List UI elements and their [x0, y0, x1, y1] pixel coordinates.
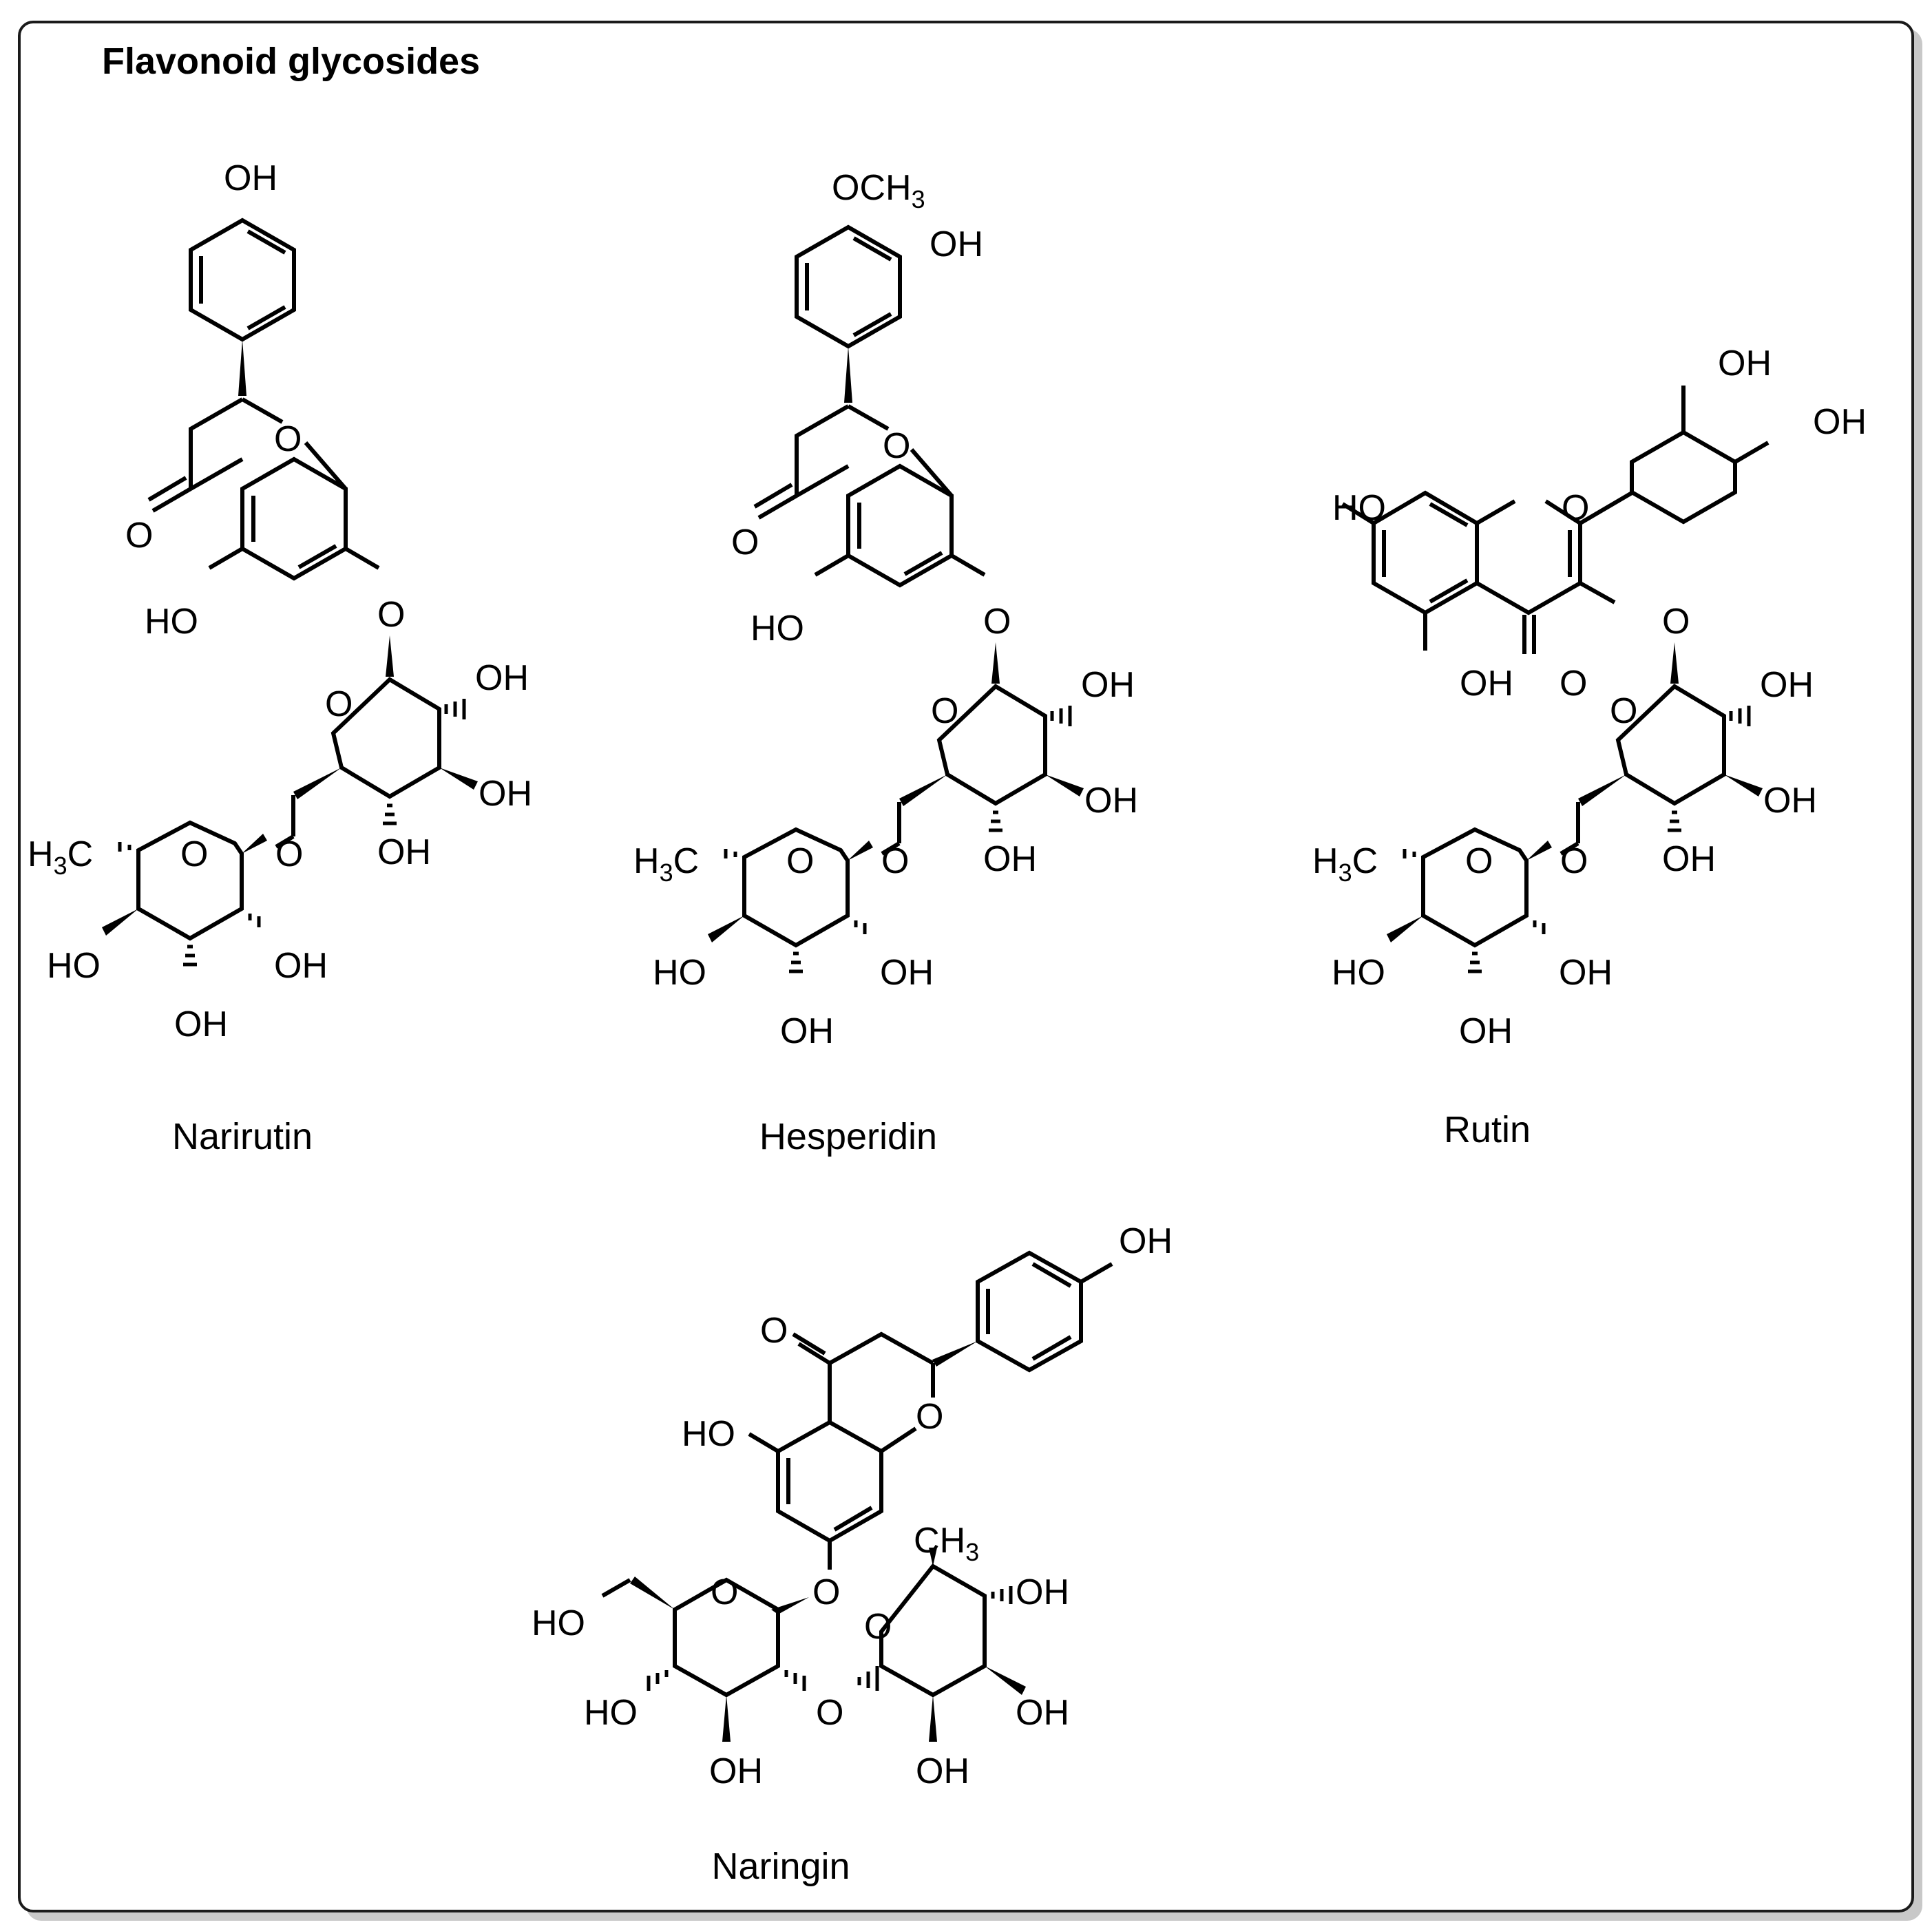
- atom-label: O: [274, 419, 302, 459]
- atom-label: O: [760, 1311, 788, 1351]
- atom-label: O: [275, 834, 303, 874]
- atom-label: O: [1562, 488, 1589, 528]
- atom-label: CH3: [914, 1521, 979, 1566]
- atom-label: O: [711, 1572, 738, 1612]
- atom-label: HO: [750, 609, 804, 649]
- figure-title: Flavonoid glycosides: [102, 41, 481, 82]
- atom-label: O: [864, 1607, 892, 1647]
- atom-label: OH: [479, 774, 532, 814]
- atom-label: O: [1610, 691, 1637, 731]
- atom-label: O: [1560, 841, 1588, 881]
- atom-label: OCH3: [832, 168, 925, 213]
- atom-label: OH: [1016, 1693, 1069, 1733]
- atom-label: O: [1662, 602, 1690, 642]
- atom-label: HO: [682, 1414, 735, 1454]
- atom-label: OH: [174, 1004, 228, 1044]
- narirutin-structure: OH O O HO O O OH OH OH O O H3C HO OH OH: [28, 158, 532, 1044]
- atom-label: O: [786, 841, 814, 881]
- atom-label: O: [125, 516, 153, 556]
- atom-label: O: [1465, 841, 1493, 881]
- atom-label: OH: [1460, 664, 1513, 704]
- atom-label: HO: [145, 602, 198, 642]
- atom-label: OH: [1763, 781, 1817, 821]
- atom-label: OH: [930, 224, 983, 264]
- atom-label: O: [1560, 664, 1587, 704]
- compound-name-naringin: Naringin: [711, 1846, 850, 1887]
- atom-label: OH: [1084, 781, 1138, 821]
- atom-label: O: [916, 1397, 943, 1437]
- atom-label: HO: [1332, 488, 1386, 528]
- atom-label: H3C: [1312, 841, 1378, 887]
- atom-label: H3C: [28, 834, 93, 880]
- atom-label: OH: [983, 839, 1037, 879]
- atom-label: OH: [1559, 953, 1613, 993]
- atom-label: O: [983, 602, 1011, 642]
- atom-label: O: [812, 1572, 840, 1612]
- atom-label: O: [883, 426, 910, 466]
- atom-label: HO: [47, 946, 101, 986]
- atom-label: O: [325, 684, 353, 724]
- atom-label: HO: [653, 953, 706, 993]
- compound-name-hesperidin: Hesperidin: [759, 1116, 938, 1157]
- atom-label: OH: [1760, 665, 1814, 705]
- atom-label: OH: [1813, 402, 1867, 442]
- atom-label: OH: [880, 953, 934, 993]
- atom-label: OH: [377, 832, 431, 872]
- atom-label: OH: [709, 1751, 763, 1791]
- atom-label: OH: [916, 1751, 969, 1791]
- atom-label: OH: [1016, 1572, 1069, 1612]
- atom-label: HO: [532, 1603, 585, 1643]
- atom-label: O: [731, 523, 759, 562]
- compound-name-rutin: Rutin: [1443, 1109, 1531, 1150]
- atom-label: OH: [1459, 1011, 1513, 1051]
- atom-label: O: [180, 834, 208, 874]
- atom-label: OH: [274, 946, 328, 986]
- figure-frame: [18, 21, 1914, 1912]
- atom-label: H3C: [633, 841, 699, 887]
- atom-label: O: [881, 841, 909, 881]
- atom-label: HO: [1332, 953, 1385, 993]
- atom-label: OH: [1662, 839, 1716, 879]
- atom-label: OH: [780, 1011, 834, 1051]
- naringin-structure: OH O O HO CH3 O O O OH HO HO O OH OH OH: [532, 1221, 1173, 1791]
- compound-name-narirutin: Narirutin: [171, 1116, 313, 1157]
- atom-label: OH: [224, 158, 277, 198]
- hesperidin-structure: OCH3 OH O O HO O O OH OH OH O O H3C HO O…: [633, 168, 1138, 1051]
- atom-label: OH: [1081, 665, 1135, 705]
- rutin-structure: OH OH HO O OH O O O OH OH OH O O H3C HO …: [1312, 344, 1867, 1051]
- atom-label: HO: [584, 1693, 638, 1733]
- atom-label: O: [377, 595, 405, 635]
- atom-label: OH: [1718, 344, 1772, 383]
- atom-label: OH: [1119, 1221, 1173, 1261]
- atom-label: O: [816, 1693, 843, 1733]
- atom-label: OH: [475, 658, 529, 698]
- atom-label: O: [931, 691, 958, 731]
